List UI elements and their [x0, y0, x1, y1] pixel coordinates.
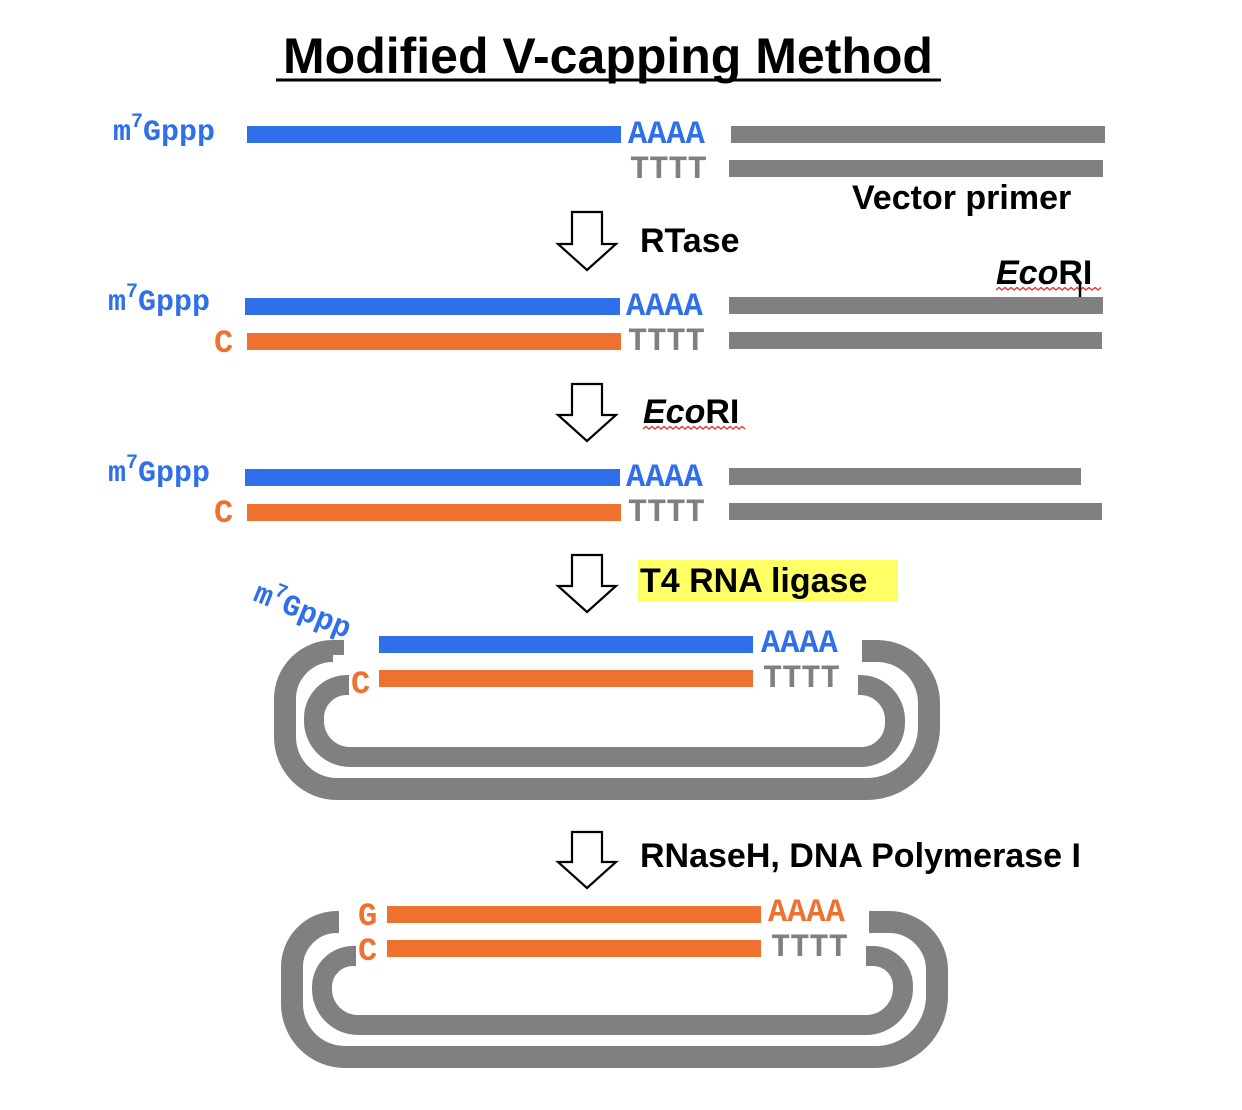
step-label-ecori: EcoRI: [643, 393, 739, 431]
polyT-label: TTTT: [628, 323, 705, 360]
polyA-label: AAAA: [626, 459, 704, 496]
stage-1-mrna-vector-primer: m7Gppp AAAA TTTT Vector primer: [113, 111, 1105, 217]
cap-label: m7Gppp: [108, 452, 210, 491]
vector-strand-bottom: [729, 332, 1102, 349]
cap-label-tilted: m7Gppp: [248, 573, 357, 647]
step-label-rtase: RTase: [640, 222, 740, 260]
mrna-strand: [247, 126, 621, 143]
mrna-strand: [379, 636, 753, 653]
cdna-strand: [379, 670, 753, 687]
polyT-label: TTTT: [771, 929, 848, 966]
step-arrow-ecori: EcoRI: [555, 382, 746, 443]
down-arrow-outline-icon: [555, 382, 619, 443]
polyT-label: TTTT: [763, 660, 840, 697]
spellcheck-underline: [995, 286, 1102, 291]
cdna-strand: [247, 333, 621, 350]
vector-loop-inner: [304, 675, 905, 767]
vector-primer-label: Vector primer: [852, 179, 1071, 217]
g-end-label: G: [358, 898, 377, 935]
title-text: Modified V-capping Method: [283, 28, 933, 84]
ligase-highlight: [638, 560, 898, 602]
ecori-site-label: EcoRI: [995, 254, 1102, 297]
cap-label: m7Gppp: [108, 281, 210, 320]
cdna-strand: [247, 504, 621, 521]
down-arrow-outline-icon: [555, 553, 619, 614]
vector-loop-outer: [274, 639, 940, 800]
step-label-ligase: T4 RNA ligase: [640, 562, 867, 600]
mrna-strand: [245, 298, 620, 315]
step-label-rnaseh: RNaseH, DNA Polymerase I: [640, 837, 1081, 875]
second-strand-cdna: [387, 906, 761, 923]
ecori-site-text: EcoRI: [996, 254, 1092, 292]
vector-loop-outer: [281, 911, 948, 1068]
polyT-label: TTTT: [628, 494, 705, 531]
vector-loop-inner: [312, 946, 913, 1035]
mrna-strand: [245, 469, 620, 486]
down-arrow-outline-icon: [555, 830, 619, 890]
stage-5-double-stranded-clone: G AAAA C TTTT: [281, 894, 948, 1068]
c-end-label: C: [214, 495, 233, 532]
polyA-label-cdna: AAAA: [768, 894, 846, 931]
c-end-label: C: [351, 666, 370, 703]
polyT-label: TTTT: [630, 151, 707, 188]
c-end-label: C: [214, 325, 233, 362]
down-arrow-outline-icon: [555, 210, 619, 272]
vector-strand-bottom: [729, 160, 1103, 177]
vector-strand-top: [731, 126, 1105, 143]
cap-label: m7Gppp: [113, 111, 215, 150]
stage-3-ecori-digested: m7Gppp AAAA C TTTT: [108, 452, 1102, 532]
vector-strand-bottom: [729, 503, 1102, 520]
first-strand-cdna: [387, 940, 761, 957]
spellcheck-underline: [642, 425, 746, 430]
vector-strand-top-cut: [729, 468, 1081, 485]
stage-2-first-strand: EcoRI m7Gppp AAAA C TTTT: [108, 254, 1103, 362]
step-arrow-rnaseh: RNaseH, DNA Polymerase I: [555, 830, 1081, 890]
c-end-label: C: [358, 933, 377, 970]
step-arrow-ligase: T4 RNA ligase: [555, 553, 898, 614]
step-arrow-rtase: RTase: [555, 210, 740, 272]
polyA-label: AAAA: [626, 288, 704, 325]
polyA-label: AAAA: [761, 625, 839, 662]
polyA-label: AAAA: [628, 116, 706, 153]
diagram-title: Modified V-capping Method: [276, 28, 941, 84]
vector-strand-top: [729, 297, 1103, 314]
stage-4-circularized: m7Gppp AAAA C TTTT: [248, 573, 940, 800]
